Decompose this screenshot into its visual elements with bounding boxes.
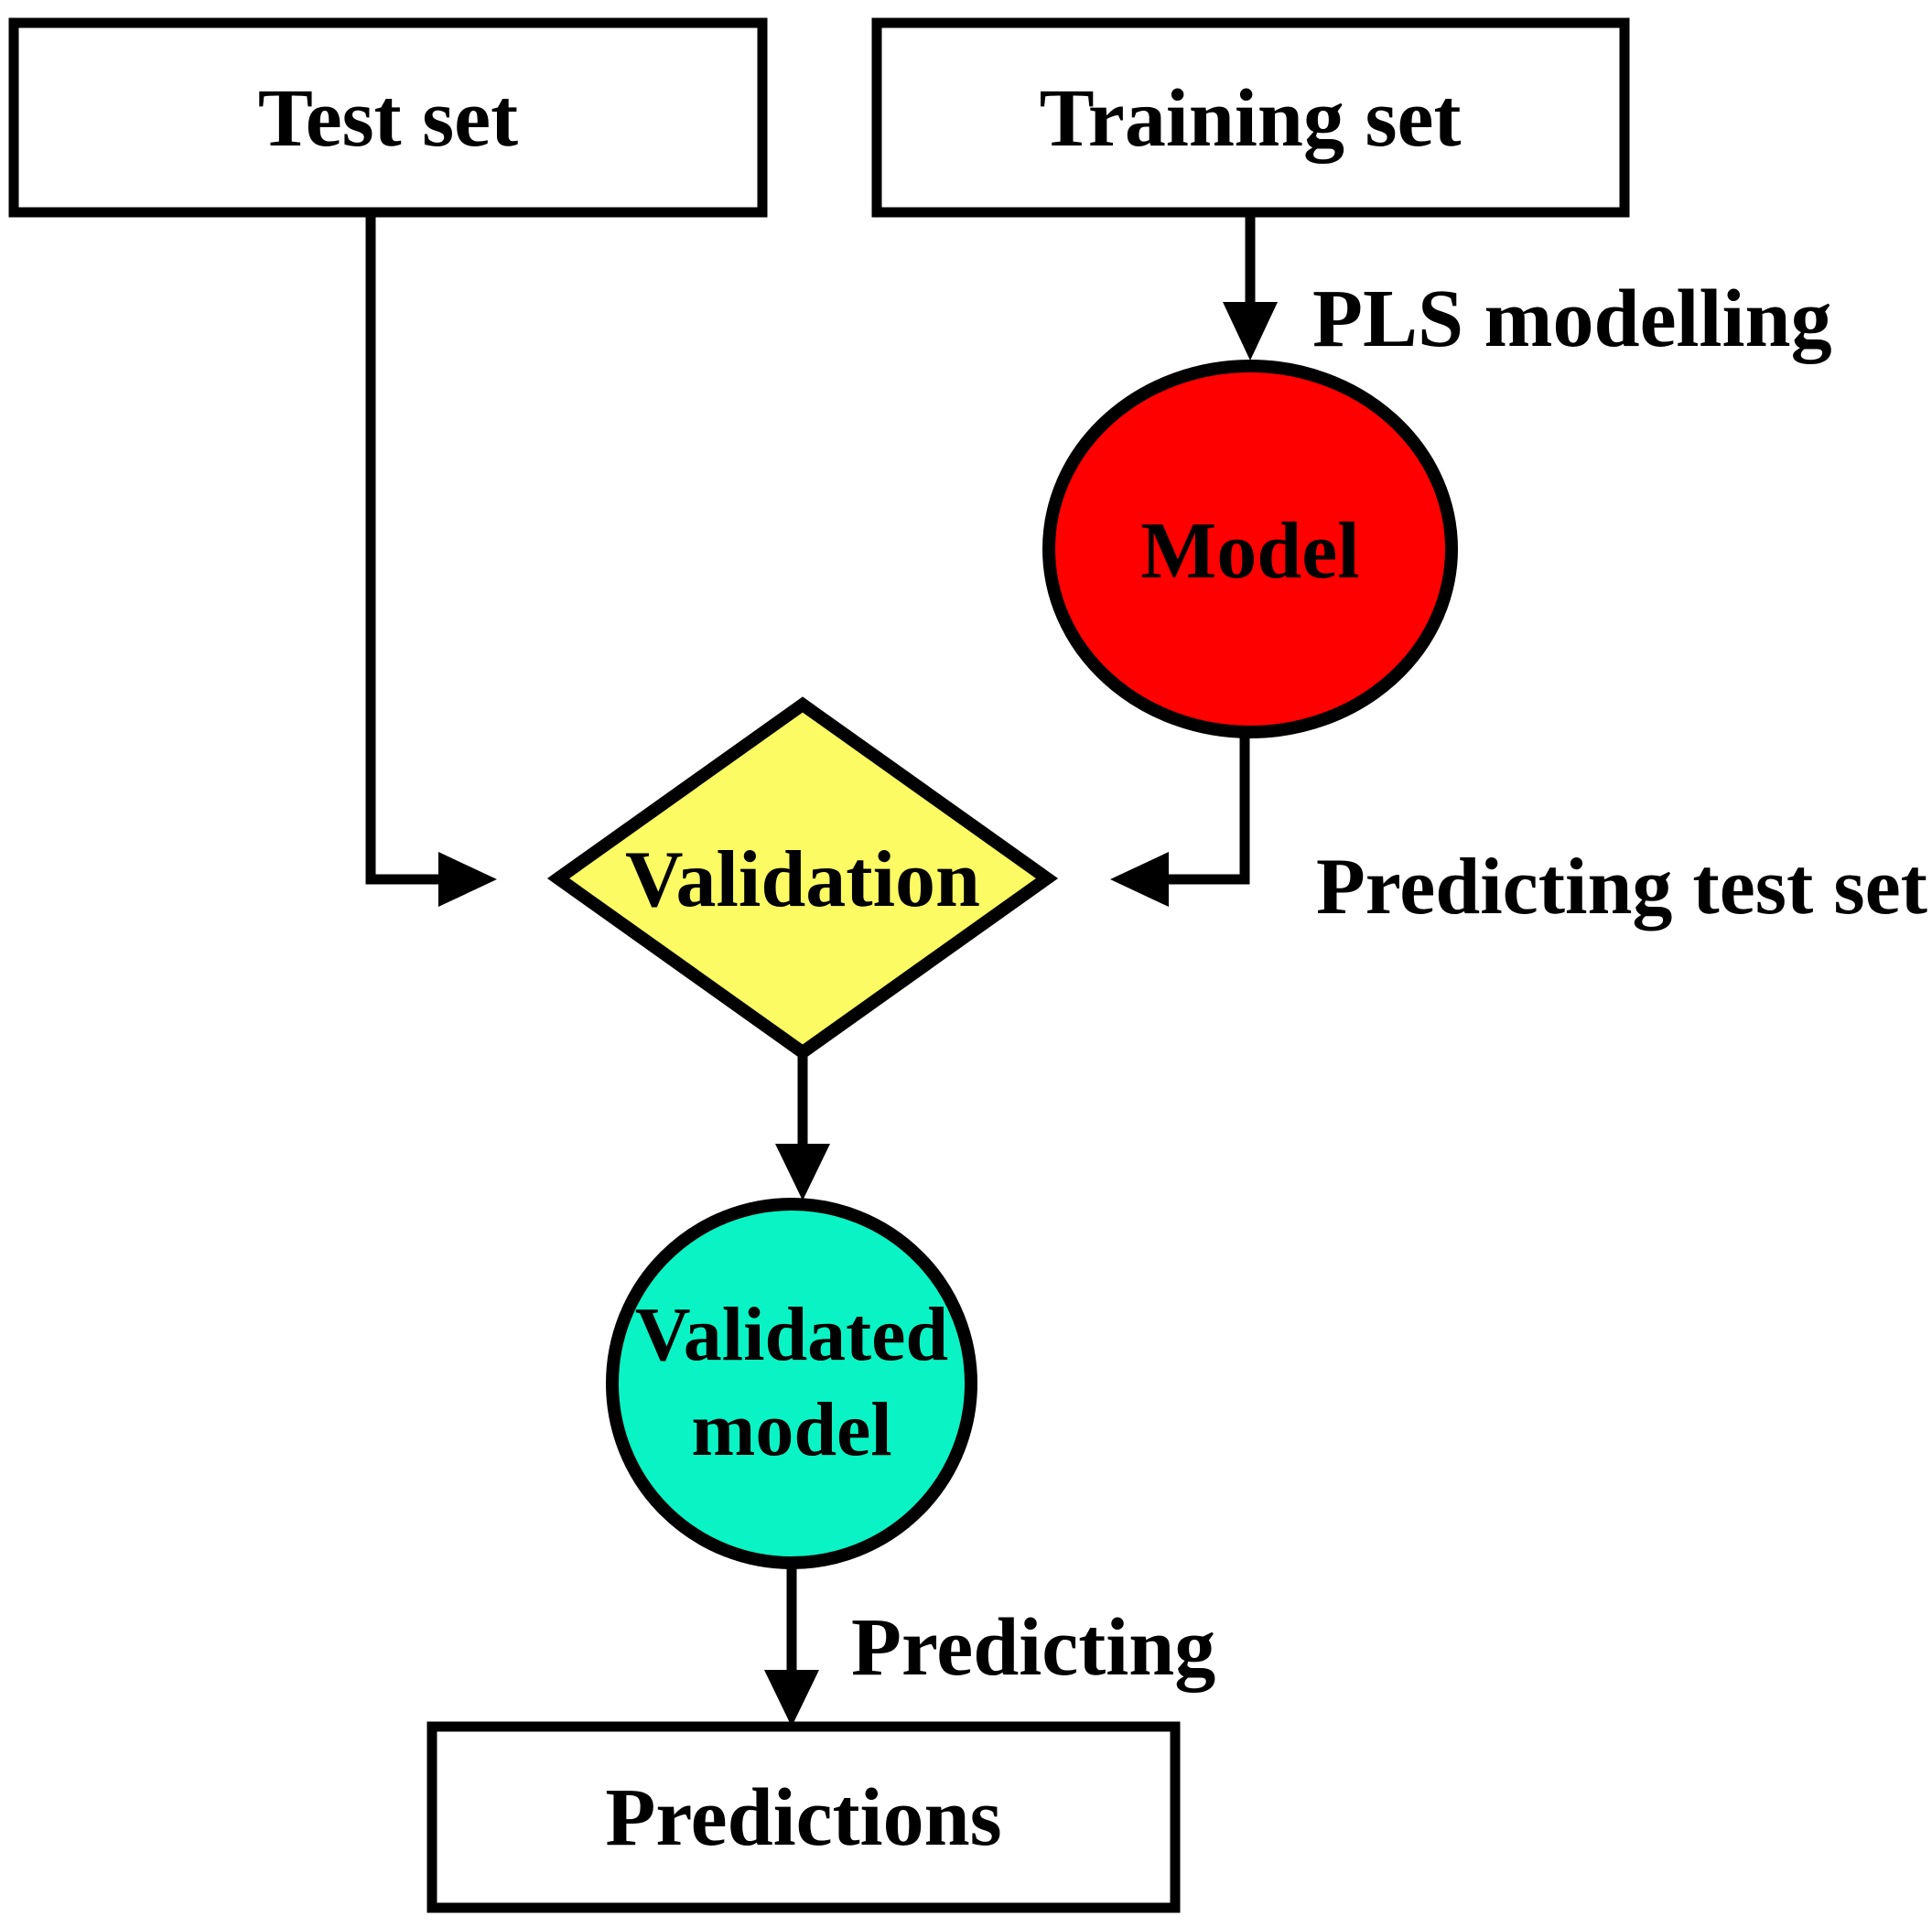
edge-test-to-validation-arrowhead: [438, 852, 497, 907]
model-label: Model: [1140, 507, 1360, 596]
validation-label: Validation: [625, 835, 980, 924]
test-set-label: Test set: [258, 73, 518, 164]
edge-validation-to-validated-model-arrowhead: [775, 1144, 830, 1200]
validated-model-circle: [606, 1198, 977, 1569]
node-training-set: Training set: [871, 17, 1630, 218]
test-set-box: [8, 17, 768, 218]
pls-modelling-edge-label: PLS modelling: [1312, 274, 1832, 364]
node-model: Model: [1042, 360, 1458, 738]
predictions-label: Predictions: [605, 1772, 1001, 1863]
edge-validated-model-to-predictions: [764, 1565, 819, 1727]
predicting-edge-label: Predicting: [851, 1602, 1215, 1693]
edge-training-to-model-arrowhead: [1223, 302, 1278, 361]
edge-test-to-validation: [365, 212, 497, 907]
predictions-box: [426, 1721, 1181, 1913]
edge-validation-to-validated-model: [775, 1052, 830, 1200]
validated-model-label-line2: model: [691, 1387, 891, 1472]
training-set-box: [871, 17, 1630, 218]
edge-model-to-validation-arrowhead: [1110, 852, 1169, 907]
validated-model-label-line1: Validated: [635, 1292, 948, 1377]
predicting-test-set-edge-label: Predicting test set: [1316, 843, 1927, 931]
model-circle: [1042, 360, 1458, 738]
training-set-label: Training set: [1040, 73, 1462, 164]
validation-diamond: [546, 696, 1059, 1060]
edge-training-to-model: [1223, 212, 1278, 361]
edge-test-to-validation-line: [365, 212, 438, 885]
node-test-set: Test set: [8, 17, 768, 218]
edge-model-to-validation-line: [1169, 732, 1250, 885]
node-validated-model: Validated model: [606, 1198, 977, 1569]
node-validation: Validation: [546, 696, 1059, 1060]
edge-validated-model-to-predictions-arrowhead: [764, 1670, 819, 1727]
node-predictions: Predictions: [426, 1721, 1181, 1913]
edge-model-to-validation: [1110, 732, 1250, 907]
